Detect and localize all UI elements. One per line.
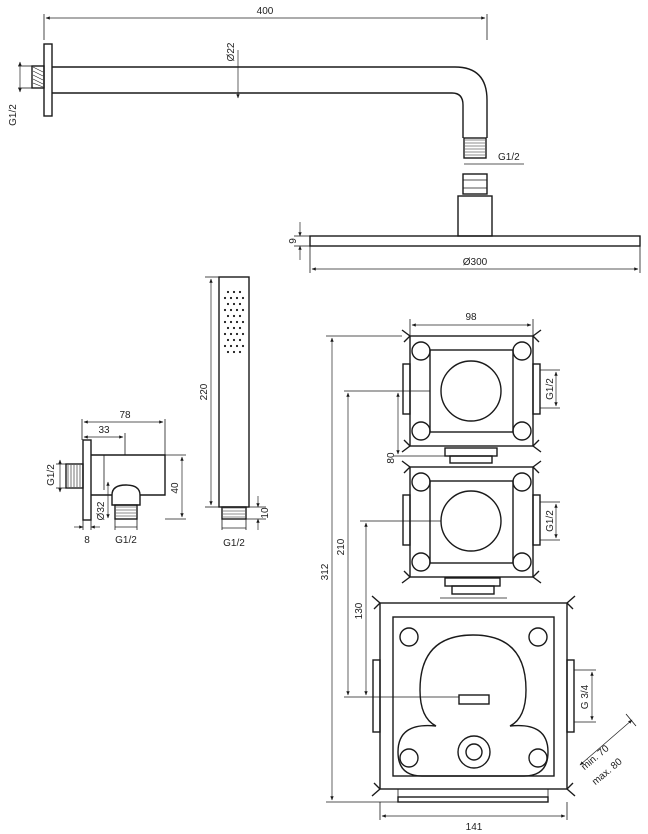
shower-head: 9 Ø300 [288, 173, 641, 273]
outlet-offset-label: 33 [98, 425, 110, 436]
outlet-thread-label: G1/2 [115, 535, 137, 546]
valve-spacing-upper-label: 80 [386, 452, 397, 464]
upper-valve-module-2: G1/2 [401, 460, 560, 584]
valve-body: 98 G1/2 [320, 312, 637, 833]
shower-arm: 400 G1/2 Ø22 G1/2 [8, 6, 524, 165]
valve-total-height-label: 312 [320, 563, 331, 580]
hand-shower-thread-length-label: 10 [260, 507, 271, 519]
hand-shower-length-label: 220 [199, 383, 210, 400]
outlet-height-label: 40 [170, 482, 181, 494]
hand-shower: 220 10 G1/2 [199, 276, 271, 549]
hand-shower-thread-label: G1/2 [223, 538, 245, 549]
valve-spacing-lower-label: 130 [354, 602, 365, 619]
arm-length-label: 400 [257, 6, 274, 17]
outlet-depth-label: 78 [119, 410, 131, 421]
arm-wall-thread-label: G1/2 [8, 104, 19, 126]
valve-spacing-mid-label: 210 [336, 538, 347, 555]
outlet-wall-thread-label: G1/2 [46, 464, 57, 486]
valve-lower-width-label: 141 [466, 822, 483, 833]
valve-upper-thread-2-label: G1/2 [545, 510, 556, 532]
wall-outlet: 78 33 G1/2 40 [46, 410, 186, 546]
outlet-diameter-label: Ø32 [96, 501, 107, 520]
head-diameter-label: Ø300 [463, 257, 488, 268]
valve-inlet-thread-label: G 3/4 [580, 684, 591, 709]
outlet-flange-label: 8 [84, 535, 90, 546]
head-height-label: 9 [288, 238, 299, 244]
spray-holes [223, 290, 245, 354]
mixer-module: G 3/4 min. 70 max. 80 [371, 595, 637, 803]
valve-upper-width-label: 98 [465, 312, 477, 323]
valve-upper-thread-1-label: G1/2 [545, 378, 556, 400]
arm-diameter-label: Ø22 [226, 42, 237, 61]
arm-head-thread-label: G1/2 [498, 152, 520, 163]
